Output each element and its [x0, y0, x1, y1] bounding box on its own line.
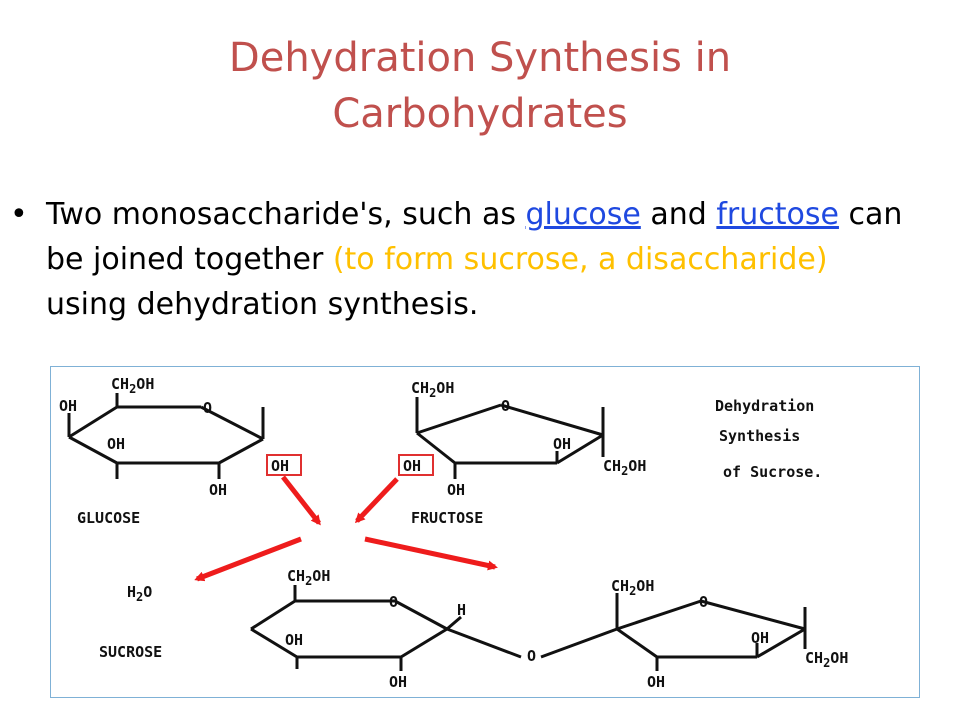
sucrose-h: H — [457, 601, 466, 619]
glucose-ring-o: O — [203, 399, 212, 417]
caption-line-2: Synthesis — [719, 427, 800, 445]
glucose-label: GLUCOSE — [77, 509, 140, 527]
bullet-marker: • — [10, 197, 28, 232]
sucrose-glucose-ring — [250, 585, 618, 671]
slide-title: Dehydration Synthesis in Carbohydrates — [0, 30, 960, 142]
bullet-text-1: Two monosaccharide's, such as — [46, 197, 526, 232]
sucrose-highlight: (to form sucrose, a disaccharide) — [332, 242, 828, 277]
sucrose-ch2oh-right: CH2OH — [611, 577, 654, 598]
caption-line-1: Dehydration — [715, 397, 814, 415]
sucrose-oh-bottom-right: OH — [647, 673, 665, 691]
fructose-ch2oh: CH2OH — [411, 379, 454, 400]
bullet-text-3: can be joined together — [46, 197, 903, 277]
glucose-link[interactable]: glucose — [525, 197, 641, 232]
fructose-ring-o: O — [501, 397, 510, 415]
glucose-oh-left: OH — [59, 397, 77, 415]
glucose-oh-bottom: OH — [209, 481, 227, 499]
fructose-link[interactable]: fructose — [716, 197, 839, 232]
arrow-from-glucose — [281, 475, 321, 526]
bullet-point: • Two monosaccharide's, such as glucose … — [10, 192, 916, 327]
fructose-ch2oh-right: CH2OH — [603, 457, 646, 478]
dehydration-synthesis-diagram: CH2OH O OH OH OH OH GLUCOSE CH2OH O OH O… — [50, 366, 920, 698]
arrow-to-sucrose — [364, 536, 498, 571]
sucrose-ch2oh-left: CH2OH — [287, 567, 330, 588]
fructose-oh-bottom: OH — [447, 481, 465, 499]
sucrose-glycosidic-o: O — [527, 647, 536, 665]
sucrose-oh-bottom-left: OH — [389, 673, 407, 691]
sucrose-oh-inner-left: OH — [285, 631, 303, 649]
sucrose-fructose-ring — [615, 593, 807, 671]
glucose-ch2oh: CH2OH — [111, 375, 154, 396]
glucose-oh-right: OH — [271, 457, 289, 475]
title-line-1: Dehydration Synthesis in — [228, 35, 732, 81]
sucrose-label: SUCROSE — [99, 643, 162, 661]
bullet-text-2: and — [640, 197, 717, 232]
sucrose-ring-o-right: O — [699, 593, 708, 611]
reaction-arrows — [194, 475, 498, 582]
fructose-molecule — [415, 397, 605, 479]
glucose-molecule — [67, 393, 265, 479]
caption-line-3: of Sucrose. — [723, 463, 822, 481]
sucrose-ring-o-left: O — [389, 593, 398, 611]
fructose-oh-inner: OH — [553, 435, 571, 453]
fructose-oh-left: OH — [403, 457, 421, 475]
bullet-text-4: using dehydration synthesis. — [46, 287, 479, 322]
diagram-svg: CH2OH O OH OH OH OH GLUCOSE CH2OH O OH O… — [59, 375, 848, 691]
fructose-label: FRUCTOSE — [411, 509, 483, 527]
fructose-oh-box — [398, 454, 434, 476]
glucose-oh-inner: OH — [107, 435, 125, 453]
sucrose-ch2oh-far-right: CH2OH — [805, 649, 848, 670]
water-label: H2O — [127, 583, 152, 604]
arrow-to-water — [194, 536, 302, 582]
glucose-oh-box — [266, 454, 302, 476]
title-line-2: Carbohydrates — [332, 91, 628, 137]
sucrose-oh-inner-right: OH — [751, 629, 769, 647]
arrow-from-fructose — [354, 477, 399, 524]
